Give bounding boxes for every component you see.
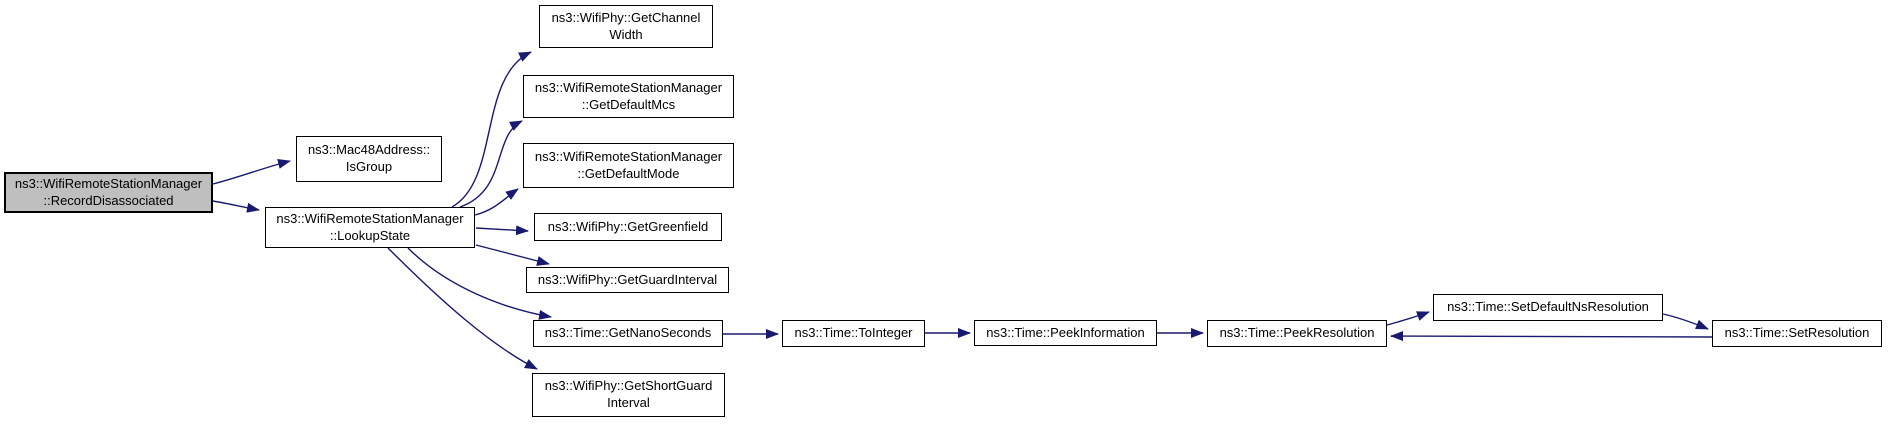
edge-peek-resolution-to-set-default-ns-resolution [1386,311,1430,326]
edge-lookup-state-to-get-channel-width [451,51,532,208]
node-set-default-ns-resolution[interactable]: ns3::Time::SetDefaultNsResolution [1433,294,1663,321]
edge-record-disassociated-to-is-group [212,159,291,185]
edge-lookup-state-to-get-guard-interval [475,244,550,266]
node-get-channel-width[interactable]: ns3::WifiPhy::GetChannel Width [539,5,713,48]
node-get-greenfield[interactable]: ns3::WifiPhy::GetGreenfield [534,213,722,241]
node-peek-resolution[interactable]: ns3::Time::PeekResolution [1207,320,1387,347]
node-get-default-mode[interactable]: ns3::WifiRemoteStationManager ::GetDefau… [523,143,734,188]
node-get-nano-seconds[interactable]: ns3::Time::GetNanoSeconds [533,320,723,347]
node-record-disassociated: ns3::WifiRemoteStationManager ::RecordDi… [4,172,213,213]
node-is-group[interactable]: ns3::Mac48Address:: IsGroup [296,136,442,182]
edge-set-resolution-to-peek-resolution [1390,331,1713,342]
node-get-short-guard-interval[interactable]: ns3::WifiPhy::GetShortGuard Interval [532,373,725,417]
node-peek-information[interactable]: ns3::Time::PeekInformation [974,320,1157,346]
edge-set-default-ns-resolution-to-set-resolution [1662,313,1709,330]
edge-record-disassociated-to-lookup-state [212,200,260,213]
edge-lookup-state-to-get-default-mode [474,188,519,216]
node-get-guard-interval[interactable]: ns3::WifiPhy::GetGuardInterval [526,267,729,293]
node-get-default-mcs[interactable]: ns3::WifiRemoteStationManager ::GetDefau… [523,75,734,118]
node-lookup-state[interactable]: ns3::WifiRemoteStationManager ::LookupSt… [265,207,475,248]
node-set-resolution[interactable]: ns3::Time::SetResolution [1712,320,1882,347]
node-to-integer[interactable]: ns3::Time::ToInteger [782,320,925,347]
edge-lookup-state-to-get-greenfield [475,225,529,236]
edge-lookup-state-to-get-default-mcs [459,120,523,208]
edge-lookup-state-to-get-short-guard-interval [387,247,538,370]
